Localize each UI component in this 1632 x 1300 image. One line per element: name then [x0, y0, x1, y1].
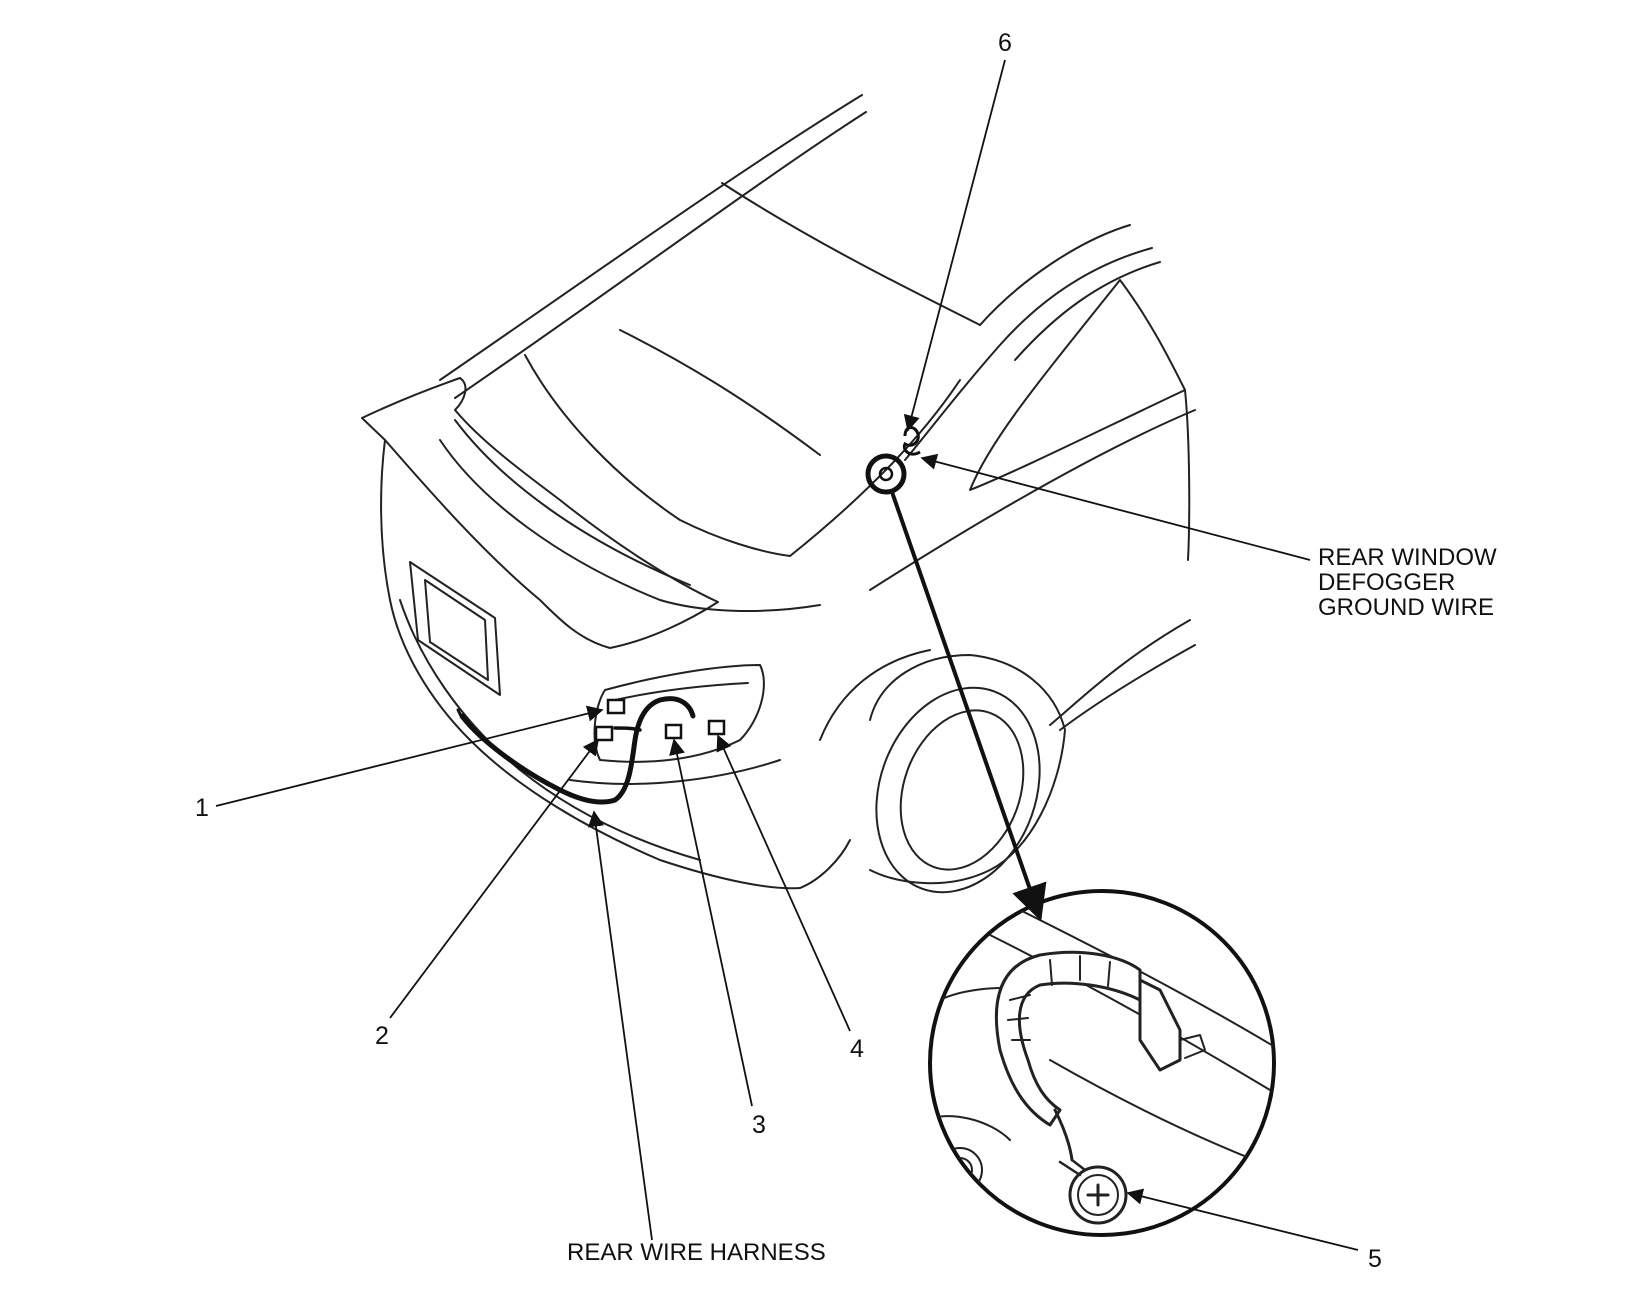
defogger-label-line-3: GROUND WIRE — [1318, 594, 1494, 621]
license-recess — [409, 561, 501, 696]
leader-6 — [903, 59, 1006, 432]
detail-connector — [1138, 978, 1182, 1072]
rear-tire — [875, 686, 1041, 894]
rear-glass-inner — [619, 329, 821, 456]
bumper-edge — [799, 839, 851, 889]
rear-glass-top — [721, 182, 981, 326]
callout-4: 4 — [850, 1035, 864, 1063]
callout-6: 6 — [998, 29, 1012, 57]
quarter-window — [969, 279, 1186, 491]
rear-glass-lower — [524, 354, 791, 557]
leader-5 — [1126, 1188, 1359, 1251]
leader-3 — [669, 738, 753, 1107]
trunk-side — [380, 439, 801, 890]
connector-2 — [594, 725, 614, 742]
defogger-label-line-2: DEFOGGER — [1318, 569, 1456, 596]
harness-tip — [456, 708, 464, 720]
callout-5: 5 — [1368, 1245, 1382, 1273]
ground-point — [865, 426, 921, 495]
car-body — [361, 94, 1196, 894]
rear-wire-harness — [456, 696, 726, 805]
c-pillar-right — [904, 247, 1153, 461]
roof-line-inner — [454, 111, 867, 399]
leader-2 — [389, 738, 599, 1019]
connector-4 — [707, 719, 726, 736]
ground-bolt-outer — [865, 453, 907, 495]
leader-harness — [587, 810, 653, 1241]
detail-view — [928, 889, 1276, 1237]
c-pillar-right-2 — [1014, 261, 1161, 361]
detail-bolt-washer — [1077, 1174, 1119, 1216]
arch-top — [819, 649, 931, 741]
defogger-label-line-1: REAR WINDOW — [1318, 544, 1497, 571]
leader-4 — [716, 734, 851, 1032]
rear-glass-arc — [979, 224, 1131, 326]
harness-cable — [459, 696, 696, 805]
detail-ground-wire — [1053, 1108, 1074, 1162]
glass-edge — [789, 379, 961, 557]
door-line — [1184, 389, 1191, 561]
harness-branch — [613, 726, 642, 732]
sill-line — [1059, 644, 1196, 731]
callout-2: 2 — [375, 1022, 389, 1050]
connector-1 — [606, 698, 626, 715]
detail-pointer — [890, 491, 1047, 922]
detail-terminal — [1058, 1158, 1087, 1177]
leader-defogger — [920, 453, 1311, 561]
connector-3 — [664, 723, 683, 740]
detail-tube-ribs — [1007, 955, 1111, 1041]
wheel-arch — [869, 654, 1066, 885]
defogger-ground-wire-label: REAR WINDOW DEFOGGER GROUND WIRE — [1318, 545, 1497, 620]
rear-rim — [899, 709, 1025, 871]
trunk-top-2 — [454, 419, 691, 586]
trunk-top — [439, 439, 821, 612]
detail-bolt-cross — [1086, 1183, 1110, 1207]
bumper-lower — [399, 599, 701, 861]
ground-bolt-inner — [878, 466, 894, 482]
rear-panel-line — [569, 759, 781, 785]
spoiler — [361, 377, 719, 649]
leader-1 — [215, 705, 604, 807]
roof-edge — [439, 94, 863, 381]
detail-panel-line-2 — [989, 934, 1271, 1091]
callout-3: 3 — [752, 1111, 766, 1139]
callout-1: 1 — [195, 794, 209, 822]
leader-lines — [215, 59, 1359, 1251]
rear-wire-harness-label: REAR WIRE HARNESS — [567, 1239, 826, 1266]
taillight-inner — [614, 682, 749, 701]
body-side-lower — [1049, 619, 1191, 726]
detail-connector-tab — [1179, 1034, 1206, 1059]
license-inner — [424, 579, 489, 681]
